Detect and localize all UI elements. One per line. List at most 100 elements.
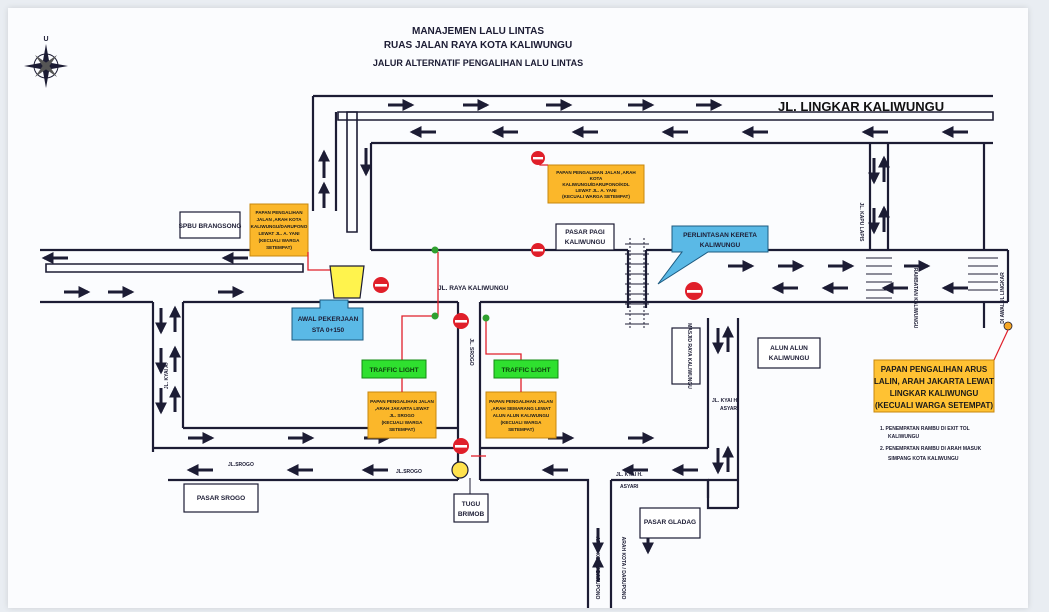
sign-midleft-line-2: ,ARAH JAKARTA LEWAT <box>375 406 429 411</box>
sign-top-line-4: LEWAT JL. A. YANI <box>575 188 616 193</box>
spbu-label: SPBU BRANGSONG <box>179 223 242 230</box>
note-2b: SIMPANG KOTA KALIWUNGU <box>888 456 959 462</box>
legend-diversion-box: PAPAN PENGALIHAN ARUS LALIN, ARAH JAKART… <box>873 359 995 413</box>
place-tugu-brimob: TUGU BRIMOB <box>453 493 489 523</box>
legend-line-1: PAPAN PENGALIHAN ARUS <box>881 365 988 374</box>
sign-papan-mid-right: PAPAN PENGALIHAN JALAN ,ARAH SEMARANG LE… <box>485 391 557 439</box>
awal-line-1: AWAL PEKERJAAN <box>298 316 359 323</box>
tugu-label-1: TUGU <box>462 501 481 508</box>
road-label-srogo-street: JL. SROGO <box>468 338 474 365</box>
road-label-kapu-lapis: JL. KAPU LAPIS <box>858 203 864 243</box>
signal-dot-icon <box>1003 321 1013 331</box>
sign-top-line-2: KOTA <box>590 176 603 181</box>
compass-north-label: U <box>43 36 48 43</box>
road-label-rambatan: RAMBATAN KALIWUNGU <box>912 268 918 329</box>
note-1a: 1. PENEMPATAN RAMBU DI EXIT TOL <box>880 426 970 432</box>
sign-left-line-5: (KECUALI WARGA <box>259 238 301 243</box>
alun-label-2: KALIWUNGU <box>769 355 810 362</box>
signal-dot-icon <box>431 312 439 320</box>
compass-rose-icon: U <box>24 36 68 88</box>
road-label-asyari-2: JL. KYAI H. <box>616 472 643 478</box>
map-sheet: MANAJEMEN LALU LINTAS RUAS JALAN RAYA KO… <box>8 8 1028 608</box>
no-entry-icon <box>373 277 389 293</box>
pasar-pagi-label-1: PASAR PAGI <box>565 229 605 236</box>
sign-papan-left: PAPAN PENGALIHAN JALAN ,ARAH KOTA KALIWU… <box>249 203 309 257</box>
no-entry-icon <box>531 243 545 257</box>
callout-awal-pekerjaan: AWAL PEKERJAAN STA 0+150 <box>291 299 364 341</box>
road-label-raya: JL. RAYA KALIWUNGU <box>438 285 509 292</box>
note-1b: KALIWUNGU <box>888 434 919 440</box>
place-pasar-pagi: PASAR PAGI KALIWUNGU <box>555 223 615 251</box>
note-2a: 2. PENEMPATAN RAMBU DI ARAH MASUK <box>880 446 982 452</box>
sign-midright-line-4: (KECUALI WARGA <box>501 420 543 425</box>
map-title-2: RUAS JALAN RAYA KOTA KALIWUNGU <box>384 40 572 51</box>
road-label-darupono-1: ARAH KOTA / DARUPONO <box>594 537 600 600</box>
road-label-asyari-2b: ASYARI <box>620 484 639 490</box>
legend-line-3: LINGKAR KALIWUNGU <box>890 389 979 398</box>
road-label-srogo-1: JL.SROGO <box>228 462 254 468</box>
notes: 1. PENEMPATAN RAMBU DI EXIT TOL KALIWUNG… <box>880 426 982 462</box>
no-entry-icon <box>685 282 703 300</box>
kereta-line-1: PERLINTASAN KERETA <box>683 232 757 239</box>
legend-leader <box>993 329 1009 361</box>
sign-midleft-line-4: (KECUALI WARGA <box>382 420 424 425</box>
direction-arrows <box>41 99 968 582</box>
alun-label-1: ALUN ALUN <box>770 345 808 352</box>
road-network <box>40 94 1010 608</box>
railway-crossing <box>625 238 649 328</box>
sign-midright-line-5: SETEMPAT) <box>508 427 534 432</box>
place-alun-alun: ALUN ALUN KALIWUNGU <box>757 337 821 369</box>
place-pasar-gladag: PASAR GLADAG <box>639 507 701 539</box>
masjid-label: MASJID RAYA KALIWUNGU <box>686 323 692 389</box>
sign-top-line-1: PAPAN PENGALIHAN JALAN ,ARAH <box>556 170 636 175</box>
road-label-asyari-1b: ASYARI <box>720 406 739 412</box>
sign-left-line-3: KALIWUNGU/DARUPONO <box>251 224 308 229</box>
sign-midright-line-2: ,ARAH SEMARANG LEWAT <box>491 406 551 411</box>
tugu-label-2: BRIMOB <box>458 511 485 518</box>
pasar-gladag-label: PASAR GLADAG <box>644 519 696 526</box>
legend-line-4: (KECUALI WARGA SETEMPAT) <box>875 401 993 410</box>
road-label-kyai-a: JL. KYAI A. <box>164 362 170 389</box>
no-entry-icon <box>531 151 545 165</box>
road-label-lingkar: JL. LINGKAR KALIWUNGU <box>778 99 944 114</box>
kereta-line-2: KALIWUNGU <box>700 242 741 249</box>
place-masjid: MASJID RAYA KALIWUNGU <box>671 323 701 389</box>
rail-ties-right <box>866 249 998 299</box>
traffic-map: MANAJEMEN LALU LINTAS RUAS JALAN RAYA KO… <box>24 26 1013 608</box>
traffic-light-left: TRAFFIC LIGHT <box>361 359 427 379</box>
no-entry-icon <box>453 313 469 329</box>
sign-left-line-2: JALAN ,ARAH KOTA <box>256 217 302 222</box>
sign-midleft-line-5: SETEMPAT) <box>389 427 415 432</box>
sign-top-line-5: (KECUALI WARGA SETEMPAT) <box>562 194 630 199</box>
signal-dot-icon <box>431 246 439 254</box>
traffic-light-right: TRAFFIC LIGHT <box>493 359 559 379</box>
map-title-1: MANAJEMEN LALU LINTAS <box>412 26 544 37</box>
sign-left-line-4: LEWAT JL. A. YANI <box>258 231 299 236</box>
road-label-awalul: DI AWALUL LINGKAR <box>1000 272 1006 324</box>
sign-midright-line-3: ALUN ALUN KALIWUNGU <box>493 413 550 418</box>
road-label-darupono-2: ARAH KOTA / DARUPONO <box>620 537 626 600</box>
sign-midleft-line-1: PAPAN PENGALIHAN JALAN <box>370 399 434 404</box>
signal-dot-icon <box>482 314 490 322</box>
traffic-light-left-label: TRAFFIC LIGHT <box>369 367 418 374</box>
road-label-srogo-2: JL.SROGO <box>396 469 422 475</box>
traffic-light-right-label: TRAFFIC LIGHT <box>501 367 550 374</box>
awal-line-2: STA 0+150 <box>312 327 345 334</box>
tugu-marker-icon <box>451 461 469 479</box>
sign-midright-line-1: PAPAN PENGALIHAN JALAN <box>489 399 553 404</box>
legend-line-2: LALIN, ARAH JAKARTA LEWAT <box>874 377 994 386</box>
sign-left-line-6: SETEMPAT) <box>266 245 292 250</box>
road-label-asyari-1: JL. KYAI H. <box>712 398 739 404</box>
work-start-marker-icon <box>329 265 365 299</box>
pasar-pagi-label-2: KALIWUNGU <box>565 239 606 246</box>
place-pasar-srogo: PASAR SROGO <box>183 483 259 513</box>
map-title-3: JALUR ALTERNATIF PENGALIHAN LALU LINTAS <box>373 58 583 68</box>
no-entry-icon <box>453 438 469 454</box>
place-spbu: SPBU BRANGSONG <box>179 211 242 239</box>
sign-papan-mid-left: PAPAN PENGALIHAN JALAN ,ARAH JAKARTA LEW… <box>367 391 437 439</box>
callout-kereta: PERLINTASAN KERETA KALIWUNGU <box>657 225 769 285</box>
sign-papan-top: PAPAN PENGALIHAN JALAN ,ARAH KOTA KALIWU… <box>547 164 645 204</box>
sign-top-line-3: KALIWUNGU/DARUPONO/KDL <box>562 182 630 187</box>
sign-midleft-line-3: JL. SROGO <box>389 413 414 418</box>
sign-left-line-1: PAPAN PENGALIHAN <box>255 210 303 215</box>
